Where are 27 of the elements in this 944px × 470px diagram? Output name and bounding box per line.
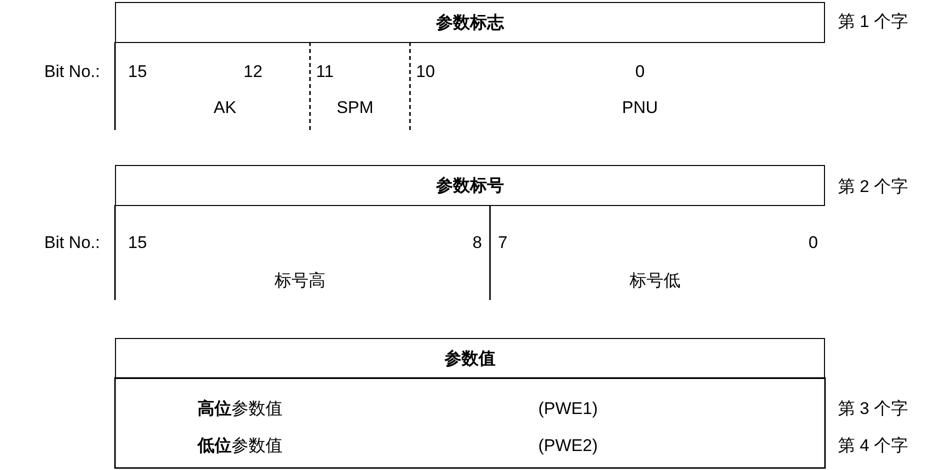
word-label: 第 4 个字 (838, 436, 908, 456)
table-header: 参数标号 (115, 165, 825, 206)
row-label: Bit No.: (44, 62, 100, 82)
field-name: 标号高 (274, 270, 326, 292)
bit-number: 0 (808, 232, 818, 254)
word-label: 第 1 个字 (838, 12, 908, 32)
field-name: AK (214, 98, 236, 118)
field-name: SPM (336, 98, 374, 118)
bit-number: 11 (316, 62, 334, 82)
bit-number: 15 (128, 232, 147, 254)
bit-number: 15 (128, 62, 147, 82)
row-label: Bit No.: (44, 232, 100, 254)
field-name: 标号低 (630, 270, 680, 292)
register-name: (PWE1) (538, 398, 598, 420)
field-name: PNU (622, 98, 658, 118)
bit-number: 0 (635, 62, 645, 82)
field-name: 高位参数值 (198, 398, 282, 420)
table-header: 参数值 (115, 338, 825, 379)
word-label: 第 2 个字 (838, 176, 908, 198)
bit-number: 8 (472, 232, 482, 254)
bit-number: 10 (416, 62, 435, 82)
register-name: (PWE2) (538, 436, 598, 456)
bit-number: 12 (244, 62, 262, 82)
bit-number: 7 (498, 232, 508, 254)
word-label: 第 3 个字 (838, 398, 908, 420)
field-name: 低位参数值 (198, 436, 282, 456)
table-header: 参数标志 (115, 2, 825, 43)
